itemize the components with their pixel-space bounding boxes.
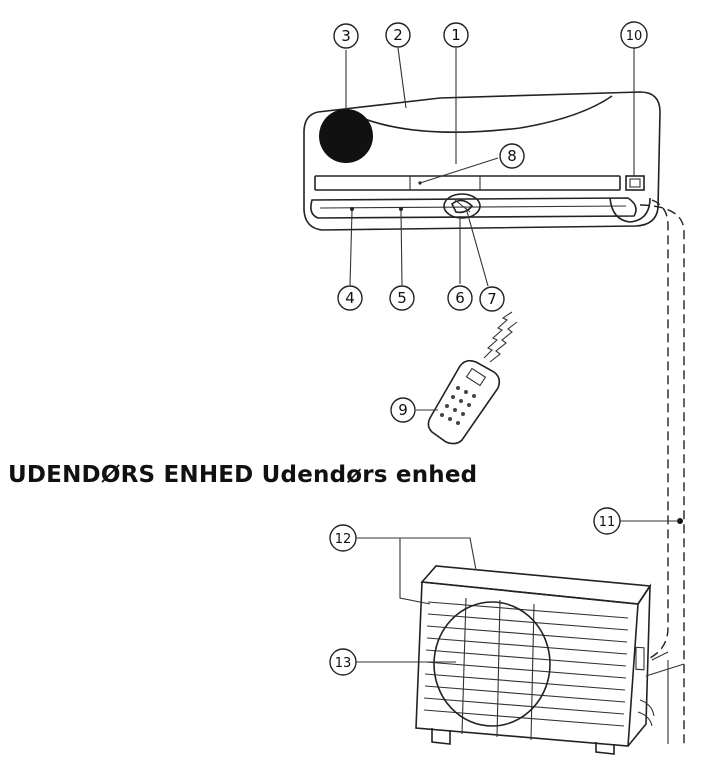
callout-3-label: 3 — [341, 27, 351, 45]
callout-7-label: 7 — [487, 290, 497, 308]
callout-2-label: 2 — [393, 26, 403, 44]
callout-10: 10 — [621, 22, 647, 48]
callout-4-label: 4 — [345, 289, 355, 307]
callout-1: 1 — [444, 23, 468, 47]
callout-8: 8 — [500, 144, 524, 168]
callout-7: 7 — [480, 287, 504, 311]
refrigerant-pipe — [640, 200, 684, 744]
callout-6-label: 6 — [455, 289, 465, 307]
callout-5-label: 5 — [397, 289, 407, 307]
callout-11: 11 — [594, 508, 620, 534]
callout-1-label: 1 — [451, 26, 461, 44]
callout-9-label: 9 — [398, 401, 408, 419]
air-inlet-dark-circle — [319, 109, 373, 163]
remote-control — [428, 312, 517, 444]
callout-8-label: 8 — [507, 147, 517, 165]
callout-5: 5 — [390, 286, 414, 310]
callout-2: 2 — [386, 23, 410, 47]
callout-9: 9 — [391, 398, 415, 422]
callout-12-label: 12 — [335, 532, 352, 547]
callout-13-label: 13 — [335, 656, 352, 671]
outdoor-unit — [416, 566, 684, 754]
callout-10-label: 10 — [626, 29, 643, 44]
leader-lines — [346, 48, 680, 662]
callout-13: 13 — [330, 649, 356, 675]
callout-4: 4 — [338, 286, 362, 310]
callout-3: 3 — [334, 24, 358, 48]
callout-12: 12 — [330, 525, 356, 551]
callout-11-label: 11 — [599, 515, 616, 530]
outdoor-unit-heading: UDENDØRS ENHED Udendørs enhed — [8, 462, 477, 488]
callout-6: 6 — [448, 286, 472, 310]
